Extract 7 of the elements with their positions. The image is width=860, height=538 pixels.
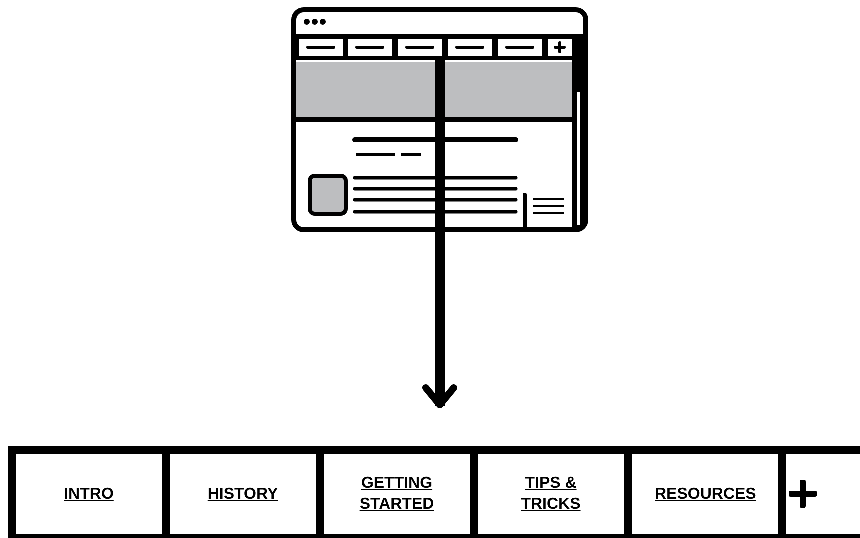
arrow xyxy=(422,232,458,408)
tab-label: HISTORY xyxy=(208,484,278,504)
tab-label: TIPS & TRICKS xyxy=(520,474,582,515)
tab-label: GETTING STARTED xyxy=(358,474,436,515)
tab-label: RESOURCES xyxy=(655,484,755,504)
tab-label: INTRO xyxy=(64,484,114,504)
tab-bar xyxy=(8,446,860,538)
